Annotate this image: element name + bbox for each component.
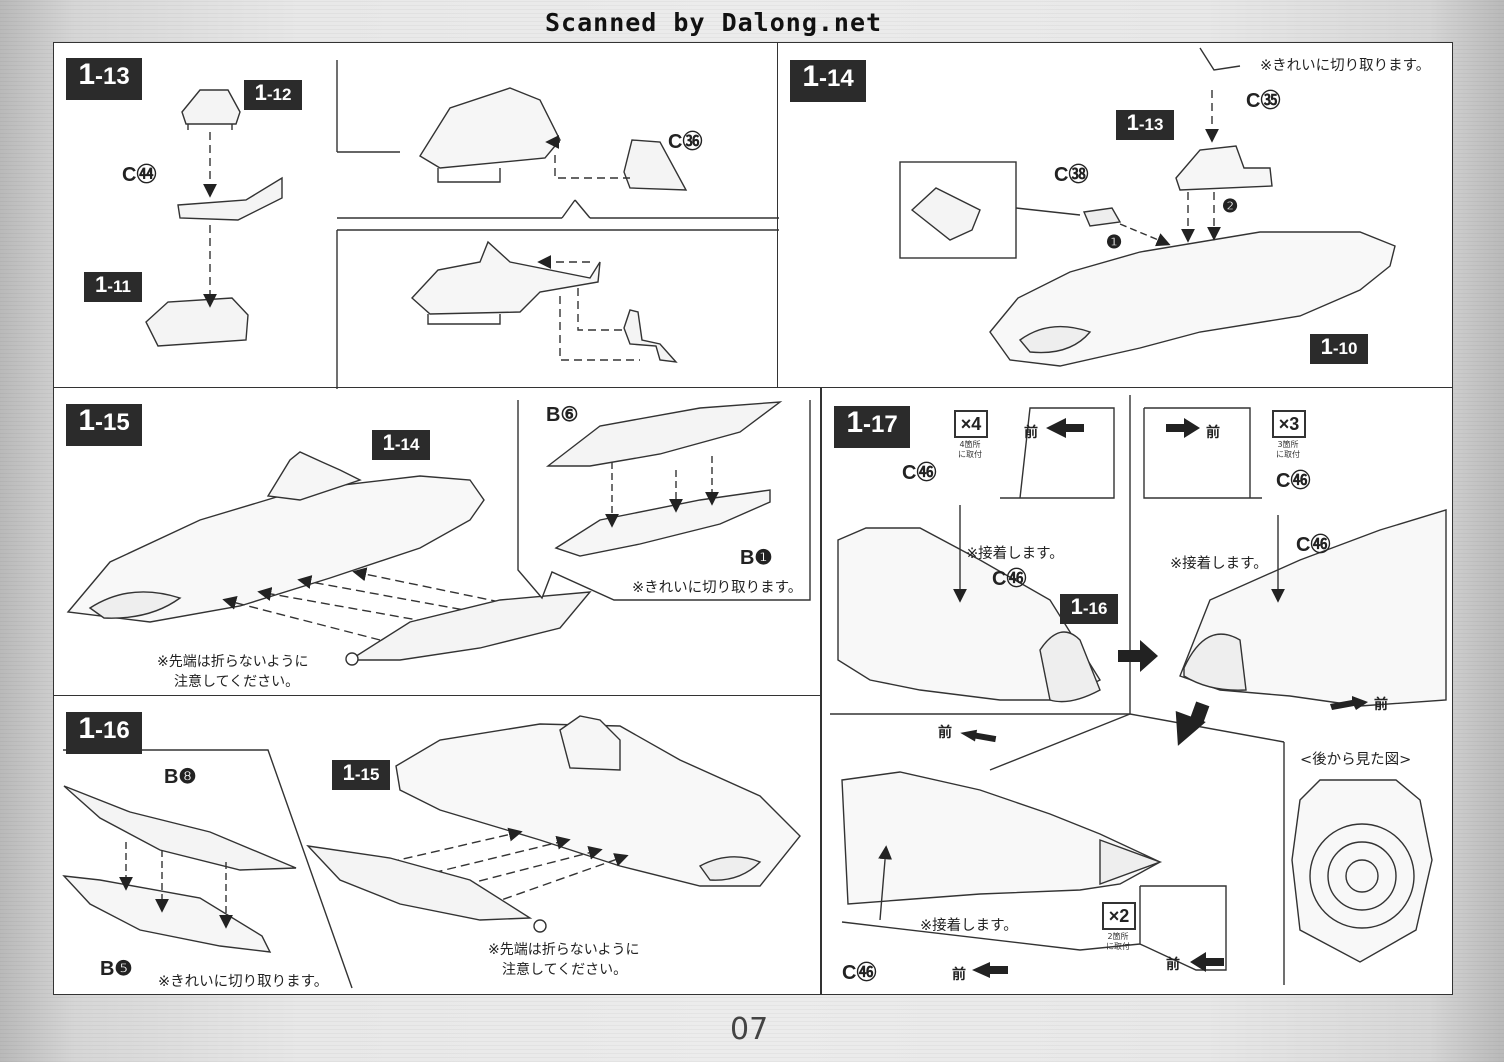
part-b5-label: B❺ (100, 958, 133, 980)
cut-clean-note-1-14: ※きれいに切り取ります。 (1260, 58, 1431, 74)
part-c38-label: C㊳ (1054, 164, 1089, 186)
glue-note-3: ※接着します。 (920, 918, 1018, 934)
quantity-x2-sub-1: 2箇所 (1107, 932, 1129, 941)
quantity-x3-sub-2: に取付 (1276, 450, 1300, 459)
tip-warning-line1-1-16: ※先端は折らないように (488, 942, 640, 958)
step-1-16-badge: 1-16 (66, 712, 142, 754)
part-b1-label: B❶ (740, 547, 773, 569)
part-c44-label: C㊹ (122, 164, 157, 186)
order-1-marker: ❶ (1106, 232, 1123, 252)
part-b6-label: B⑥ (546, 404, 579, 426)
front-label-lower-ship: 前 (952, 967, 966, 983)
step-1-14-badge: 1-14 (790, 60, 866, 102)
quantity-x3-badge: ×3 (1272, 410, 1306, 438)
part-c46-label-1: C㊻ (902, 462, 937, 484)
step-1-13-badge: 1-13 (66, 58, 142, 100)
ref-1-15-badge: 1-15 (332, 760, 390, 790)
glue-note-2: ※接着します。 (1170, 556, 1268, 572)
ref-1-14-badge: 1-14 (372, 430, 430, 460)
part-c46-label-4: C㊻ (1296, 534, 1331, 556)
front-label-inset-left: 前 (1024, 425, 1038, 441)
quantity-x2-sub-2: に取付 (1106, 942, 1130, 951)
glue-note-1: ※接着します。 (966, 546, 1064, 562)
part-c46-label-5: C㊻ (842, 962, 877, 984)
quantity-x4-sub-2: に取付 (958, 450, 982, 459)
ref-1-11-badge: 1-11 (84, 272, 142, 302)
page-number: 07 (730, 1012, 769, 1047)
watermark: Scanned by Dalong.net (545, 8, 883, 37)
order-2-marker: ❷ (1222, 196, 1239, 216)
front-label-inset-right: 前 (1206, 425, 1220, 441)
part-c35-label: C㉟ (1246, 90, 1281, 112)
quantity-x4-badge: ×4 (954, 410, 988, 438)
quantity-x3-sub-1: 3箇所 (1277, 440, 1299, 449)
step-1-15-badge: 1-15 (66, 404, 142, 446)
part-b8-label: B❽ (164, 766, 197, 788)
cut-clean-note-1-16: ※きれいに切り取ります。 (158, 974, 329, 990)
tip-warning-line1-1-15: ※先端は折らないように (157, 654, 309, 670)
quantity-x4-sub-1: 4箇所 (959, 440, 981, 449)
ref-1-12-badge: 1-12 (244, 80, 302, 110)
ref-1-10-badge: 1-10 (1310, 334, 1368, 364)
part-c36-label: C㊱ (668, 131, 703, 153)
cut-clean-note-1-15: ※きれいに切り取ります。 (632, 580, 803, 596)
quantity-x2-badge: ×2 (1102, 902, 1136, 930)
ref-1-16-badge: 1-16 (1060, 594, 1118, 624)
step-1-17-badge: 1-17 (834, 406, 910, 448)
part-c46-label-3: C㊻ (1276, 470, 1311, 492)
front-label-inset-lower: 前 (1166, 957, 1180, 973)
tip-warning-line2-1-15: 注意してください。 (174, 674, 300, 690)
rear-view-caption: <後から見た図> (1300, 752, 1412, 768)
part-c46-label-2: C㊻ (992, 568, 1027, 590)
front-label-left-ship: 前 (938, 725, 952, 741)
ref-1-13-badge: 1-13 (1116, 110, 1174, 140)
tip-warning-line2-1-16: 注意してください。 (502, 962, 628, 978)
front-label-right-ship: 前 (1374, 697, 1388, 713)
